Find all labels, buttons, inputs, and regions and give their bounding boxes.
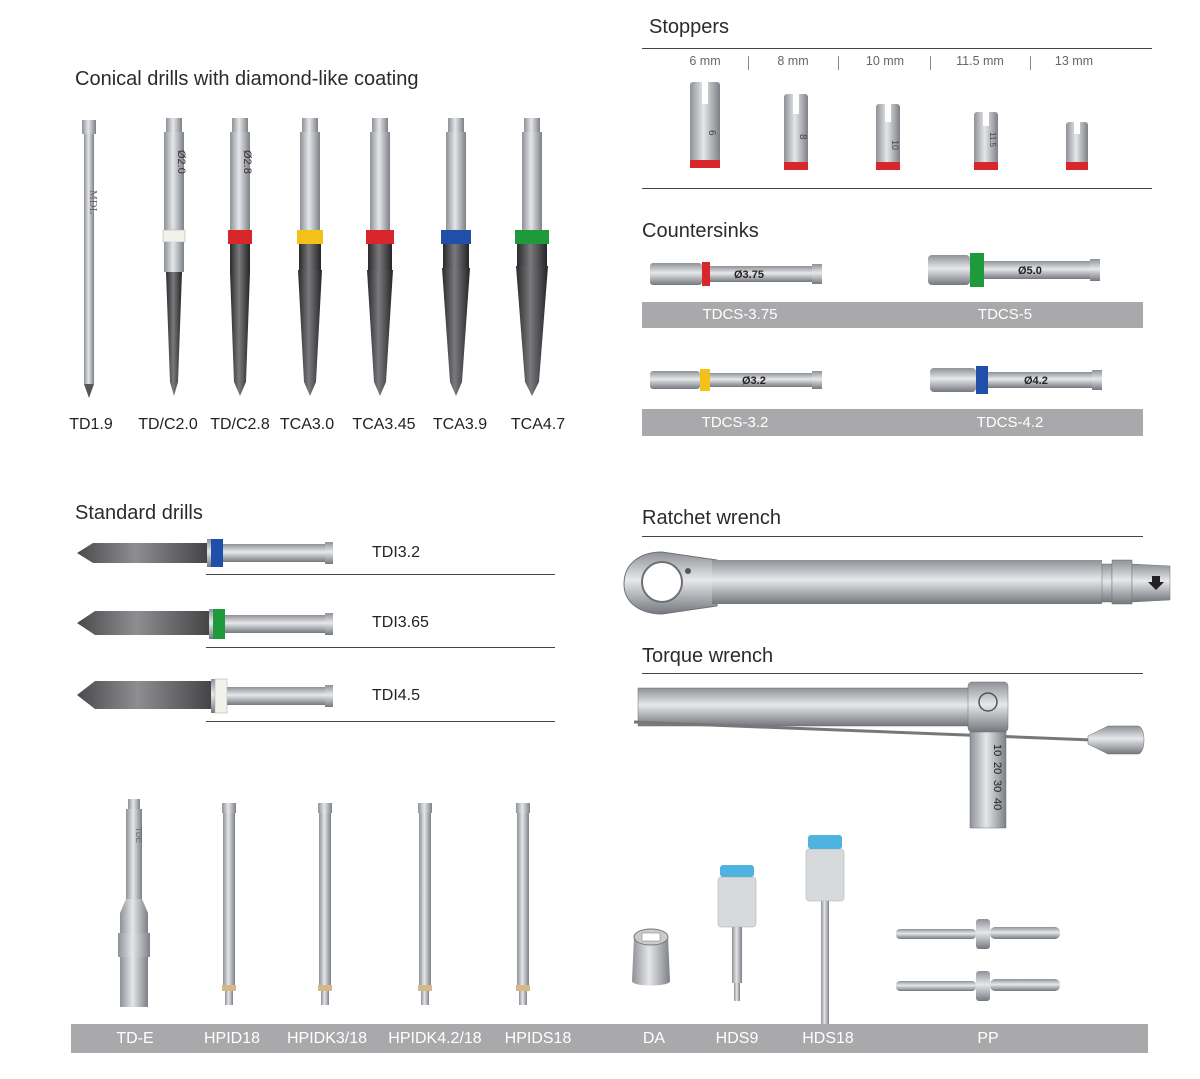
torque-rule — [642, 673, 1143, 674]
standard-drill-label: TDI3.2 — [372, 544, 421, 561]
standard-drill-label: TDI4.5 — [372, 687, 421, 704]
standard-drill-rule — [206, 647, 555, 648]
ratchet-wrench-illustration — [623, 551, 1171, 615]
stoppers-illustration: 6 8 10 11.5 — [690, 82, 1088, 170]
torque-wrench-illustration: 10 20 30 40 — [633, 681, 1145, 829]
divider — [930, 56, 931, 70]
standard-drill-label: TDI3.65 — [372, 614, 429, 631]
stopper-size: 13 mm — [1054, 54, 1094, 68]
stoppers-top-rule — [642, 48, 1152, 49]
countersink-tdcs-3-2: Ø3.2 — [650, 369, 822, 391]
stopper-size: 8 mm — [777, 54, 809, 68]
stopper-engraving: 11.5 — [988, 132, 997, 148]
instrument-label: HPIDK3/18 — [286, 1030, 368, 1047]
instrument-label: HPID18 — [203, 1030, 261, 1047]
standard-drill-tdi4-5 — [77, 678, 333, 714]
stoppers-title: Stoppers — [649, 16, 730, 38]
conical-drills-illustration: MDL Ø2.0 Ø2.8 — [82, 118, 549, 398]
engraving-2-0: Ø2.0 — [175, 150, 187, 174]
instrument-hds9 — [717, 865, 757, 1001]
ratchet-rule — [642, 536, 1143, 537]
instrument-label: HPIDK4.2/18 — [388, 1030, 482, 1047]
torque-wrench-title: Torque wrench — [642, 645, 774, 667]
drill-label: TD/C2.0 — [138, 416, 198, 433]
drill-td-c2-0: Ø2.0 — [162, 118, 187, 396]
drill-label: TCA4.7 — [510, 416, 566, 433]
stopper-size: 11.5 mm — [956, 54, 1004, 68]
countersinks-label-bar-2 — [642, 409, 1143, 436]
standard-drill-rule — [206, 574, 555, 575]
stopper-size: 6 mm — [689, 54, 721, 68]
instrument-label: HPIDS18 — [504, 1030, 572, 1047]
stopper-11-5mm: 11.5 — [974, 112, 998, 170]
instrument-hds18 — [805, 835, 845, 1039]
bottom-instruments-illustration: TDE — [118, 799, 1060, 1039]
torque-scale: 10 — [991, 744, 1003, 756]
instrument-hpidk3-18 — [318, 803, 332, 1005]
engraving: Ø3.75 — [734, 269, 764, 281]
drill-tca3-45 — [366, 118, 394, 396]
stoppers-bottom-rule — [642, 188, 1152, 189]
countersinks-label-bar-1 — [642, 302, 1143, 328]
countersink-label: TDCS-4.2 — [976, 414, 1044, 431]
stopper-size: 10 mm — [865, 54, 905, 68]
bottom-label-bar — [71, 1024, 1148, 1053]
instrument-label: PP — [977, 1030, 999, 1047]
divider — [1030, 56, 1031, 70]
drill-td1-9: MDL — [82, 120, 99, 398]
standard-drill-tdi3-2 — [77, 539, 333, 567]
stopper-6mm: 6 — [690, 82, 720, 168]
drill-label: TCA3.9 — [432, 416, 488, 433]
instrument-label: HDS18 — [802, 1030, 854, 1047]
stopper-8mm: 8 — [784, 94, 808, 170]
divider — [748, 56, 749, 70]
instrument-td-e: TDE — [118, 799, 150, 1007]
drill-tca4-7 — [515, 118, 549, 396]
engraving-2-8: Ø2.8 — [241, 150, 253, 174]
standard-drill-rule — [206, 721, 555, 722]
instrument-hpidk4-2-18 — [418, 803, 432, 1005]
drill-tca3-0 — [297, 118, 323, 396]
engraving: Ø5.0 — [1018, 265, 1042, 277]
instrument-label: HDS9 — [715, 1030, 759, 1047]
instrument-label: TD-E — [116, 1030, 154, 1047]
engraving: Ø4.2 — [1024, 375, 1048, 387]
standard-drills-illustration — [77, 539, 333, 714]
torque-scale: 30 — [991, 780, 1003, 792]
ratchet-wrench-title: Ratchet wrench — [642, 507, 781, 529]
instrument-label: DA — [642, 1030, 666, 1047]
drill-td-c2-8: Ø2.8 — [228, 118, 253, 396]
stopper-engraving: 10 — [890, 140, 900, 150]
stopper-engraving: 6 — [706, 130, 717, 136]
instrument-da — [632, 928, 670, 986]
engraving: TDE — [134, 827, 143, 843]
countersinks-title: Countersinks — [642, 220, 759, 242]
stopper-13mm — [1066, 122, 1088, 170]
torque-scale: 20 — [991, 762, 1003, 774]
divider — [838, 56, 839, 70]
drill-label: TCA3.45 — [352, 416, 416, 433]
countersink-label: TDCS-3.75 — [702, 306, 778, 323]
engraving: Ø3.2 — [742, 375, 766, 387]
instrument-hpids18 — [516, 803, 530, 1005]
torque-scale: 40 — [991, 798, 1003, 810]
countersink-tdcs-5: Ø5.0 — [928, 253, 1100, 287]
stopper-10mm: 10 — [876, 104, 900, 170]
standard-drills-title: Standard drills — [75, 502, 203, 524]
drill-label: TD/C2.8 — [210, 416, 270, 433]
countersink-label: TDCS-3.2 — [701, 414, 769, 431]
instrument-hpid18 — [222, 803, 236, 1005]
countersink-tdcs-3-75: Ø3.75 — [650, 262, 822, 286]
drill-tca3-9 — [441, 118, 471, 396]
instrument-pp — [896, 919, 1060, 1001]
countersink-tdcs-4-2: Ø4.2 — [930, 366, 1102, 394]
drill-label: TCA3.0 — [279, 416, 335, 433]
drill-label: TD1.9 — [69, 416, 113, 433]
conical-drills-title: Conical drills with diamond-like coating — [75, 68, 419, 90]
countersink-label: TDCS-5 — [977, 306, 1033, 323]
stopper-engraving: 8 — [797, 134, 808, 140]
engraving-mdl: MDL — [87, 190, 99, 215]
standard-drill-tdi3-65 — [77, 609, 333, 639]
